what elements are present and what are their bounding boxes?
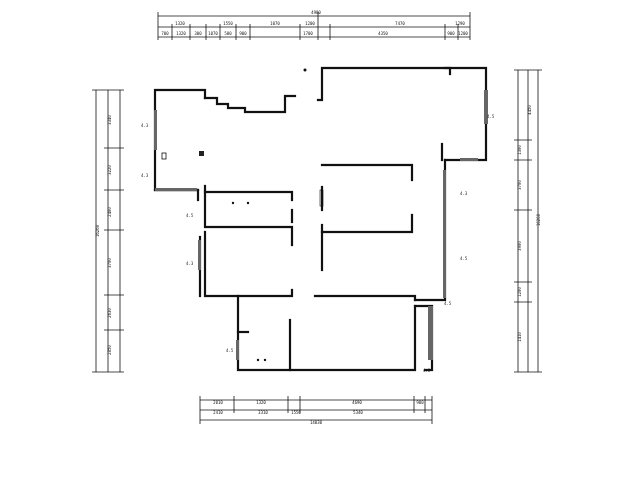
left-dimension-chain: 16260 3340 3220 2400 3700 2630 2850 [92,89,124,373]
left-dim-text: 3700 [107,258,112,268]
right-dim-text: 1200 [517,287,522,297]
top-dim-text: 900 [447,31,455,36]
bottom-dim-text: 1320 [256,400,266,405]
bottom-dim-text: 1550 [291,410,301,415]
left-dim-text: 3220 [107,165,112,175]
bottom-dim-text: 14030 [310,420,323,425]
room-label: 4.3 [141,123,149,128]
top-dim-text: 7470 [395,21,405,26]
top-dim-text: 1290 [455,21,465,26]
top-dim-text: 1550 [223,21,233,26]
room-label: 4.5 [226,348,234,353]
left-dim-text: 2630 [107,308,112,318]
right-dim-text: 3700 [517,180,522,190]
top-dim-text: 1200 [458,31,468,36]
fixtures [161,68,324,362]
top-dim-text: 700 [161,31,169,36]
top-dim-text: 4980 [311,10,321,15]
left-dim-text: 2850 [107,345,112,355]
top-dim-text: 500 [224,31,232,36]
hatched-walls [154,90,488,360]
room-labels: 4.3 4.3 4.5 4.3 4.5 4.5 4.3 4.5 4.5 4.5 [141,114,495,373]
right-dim-text: 4450 [527,105,532,115]
bottom-dim-text: 5340 [353,410,363,415]
walls [153,66,488,372]
top-dimension-chain: 4980 1320 1550 1070 1200 7470 1290 700 1… [157,10,471,40]
left-dim-text: 3340 [107,115,112,125]
room-label: 4.5 [444,301,452,306]
top-dim-text: 1320 [176,31,186,36]
right-dimension-chain: 16260 4450 1300 3700 3900 1200 1410 [514,69,542,373]
bottom-dim-text: 900 [416,400,424,405]
top-dim-text: 1070 [270,21,280,26]
bottom-dim-text: 2410 [213,410,223,415]
room-label: 4.3 [186,261,194,266]
left-dim-text: 16260 [95,224,100,237]
room-label: 4.3 [141,173,149,178]
room-label: 4.5 [423,368,431,373]
room-label: 4.5 [186,213,194,218]
room-label: 4.5 [460,256,468,261]
top-dim-text: 300 [194,31,202,36]
right-dim-text: 3900 [517,241,522,251]
room-label: 4.3 [460,191,468,196]
right-dim-text: 1410 [517,332,522,342]
top-dim-text: 1320 [175,21,185,26]
top-dim-text: 1200 [305,21,315,26]
top-dim-text: 1070 [208,31,218,36]
bottom-dim-text: 3310 [258,410,268,415]
top-dim-text: 4350 [378,31,388,36]
right-dim-text: 16260 [536,213,541,226]
top-dim-text: 900 [239,31,247,36]
right-dim-text: 1300 [517,145,522,155]
left-dim-text: 2400 [107,207,112,217]
room-label: 4.5 [487,114,495,119]
bottom-dimension-chain: 2010 1320 4690 900 2410 3310 1550 5340 1… [199,396,433,425]
bottom-dim-text: 4690 [352,400,362,405]
bottom-dim-text: 2010 [213,400,223,405]
top-dim-text: 1700 [303,31,313,36]
